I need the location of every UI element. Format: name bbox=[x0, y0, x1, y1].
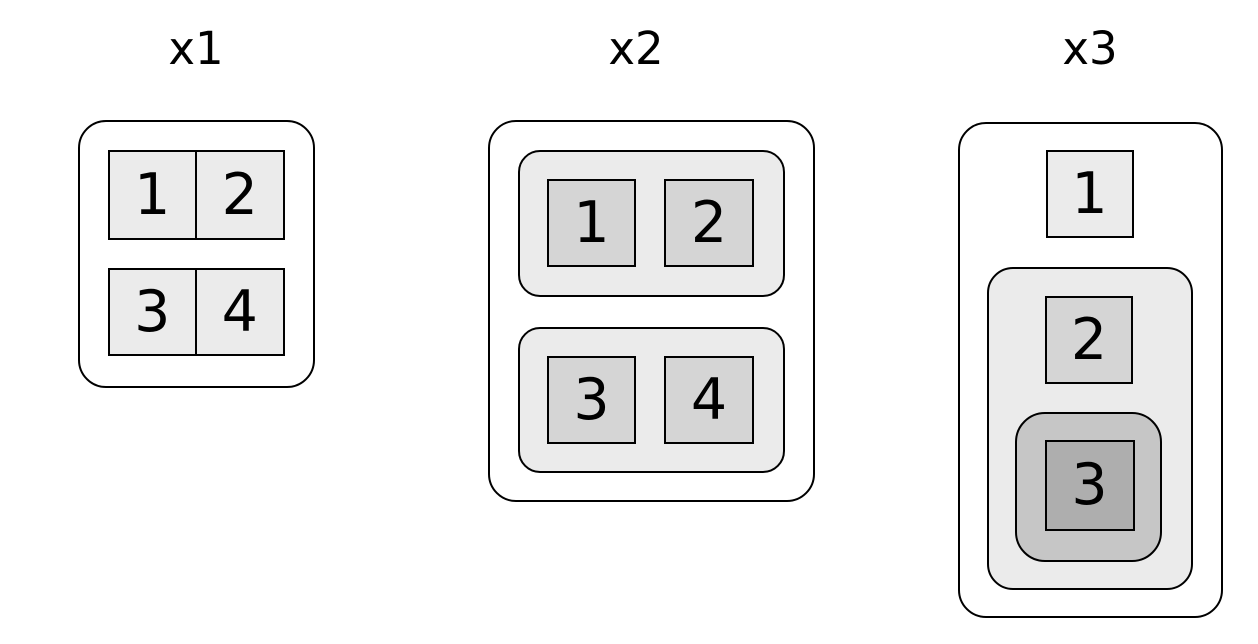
x3-inner-container: 2 3 bbox=[986, 266, 1193, 590]
x1-bottom-row: 3 4 bbox=[107, 267, 285, 356]
figure-x1-outer-box: 1 2 3 4 bbox=[78, 120, 315, 388]
x1-cell-1: 1 bbox=[107, 149, 197, 240]
figure-x1-label: x1 bbox=[168, 22, 224, 75]
figure-x3-label: x3 bbox=[1062, 22, 1118, 75]
x2-cell-3: 3 bbox=[547, 356, 636, 444]
x3-cell-3: 3 bbox=[1044, 439, 1135, 531]
x1-cell-2: 2 bbox=[197, 149, 285, 240]
figure-x3-outer-box: 1 2 3 bbox=[958, 122, 1223, 618]
x2-cell-2: 2 bbox=[664, 179, 754, 267]
x1-cell-3: 3 bbox=[107, 267, 197, 356]
x3-cell-2: 2 bbox=[1045, 296, 1133, 384]
x3-cell-1: 1 bbox=[1045, 149, 1134, 238]
x1-cell-4: 4 bbox=[197, 267, 285, 356]
x2-cell-4: 4 bbox=[664, 356, 754, 444]
figure-x2-label: x2 bbox=[608, 22, 664, 75]
x3-nested-container: 3 bbox=[1015, 412, 1162, 562]
x2-group-1: 1 2 bbox=[517, 149, 785, 297]
x1-top-row: 1 2 bbox=[107, 149, 285, 240]
x2-group-2: 3 4 bbox=[517, 326, 785, 473]
x2-cell-1: 1 bbox=[547, 179, 636, 267]
figure-x2-outer-box: 1 2 3 4 bbox=[488, 120, 815, 502]
